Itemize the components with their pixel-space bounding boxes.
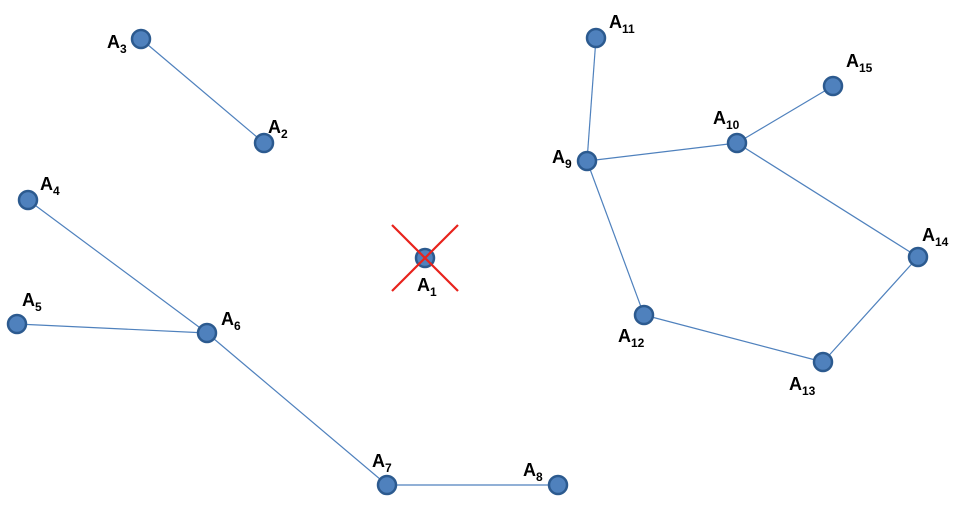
node-label-a15: A15 <box>846 51 873 75</box>
node-a4 <box>17 189 39 211</box>
node-label-a1: A1 <box>417 275 437 299</box>
edge-a6-a7 <box>206 332 388 486</box>
edge-a3-a2 <box>140 38 265 144</box>
edge-a13-a14 <box>822 256 919 363</box>
node-a5 <box>6 313 28 335</box>
edge-a4-a6 <box>27 199 208 334</box>
edge-a11-a9 <box>586 37 597 162</box>
node-label-a9: A9 <box>552 147 572 171</box>
node-a10 <box>726 132 748 154</box>
node-label-a4: A4 <box>40 174 60 198</box>
edge-a10-a15 <box>736 85 834 144</box>
node-a8 <box>547 474 569 496</box>
removed-cross-line-2 <box>391 224 459 292</box>
removal-marks-layer <box>391 224 459 292</box>
node-label-a8: A8 <box>523 460 543 484</box>
node-label-a5: A5 <box>22 290 42 314</box>
node-a12 <box>633 304 655 326</box>
nodes-layer <box>6 27 929 496</box>
edges-layer <box>16 37 919 486</box>
node-a9 <box>576 150 598 172</box>
node-label-a11: A11 <box>609 12 635 36</box>
node-label-a13: A13 <box>789 374 816 398</box>
node-label-a12: A12 <box>618 326 645 350</box>
node-label-a6: A6 <box>221 309 241 333</box>
edge-a5-a6 <box>16 323 208 334</box>
node-a2 <box>253 132 275 154</box>
node-a11 <box>585 27 607 49</box>
node-a7 <box>376 474 398 496</box>
node-label-a2: A2 <box>268 117 288 141</box>
edge-a9-a12 <box>586 160 645 316</box>
node-label-a14: A14 <box>922 225 949 249</box>
node-a14 <box>907 246 929 268</box>
edge-a12-a13 <box>643 314 824 363</box>
node-label-a3: A3 <box>107 32 127 56</box>
node-label-a7: A7 <box>372 451 392 475</box>
node-a15 <box>822 75 844 97</box>
edge-a9-a10 <box>586 142 738 162</box>
node-label-a10: A10 <box>713 108 740 132</box>
edge-a10-a14 <box>736 142 919 258</box>
node-a6 <box>196 322 218 344</box>
node-a3 <box>130 28 152 50</box>
node-a13 <box>812 351 834 373</box>
